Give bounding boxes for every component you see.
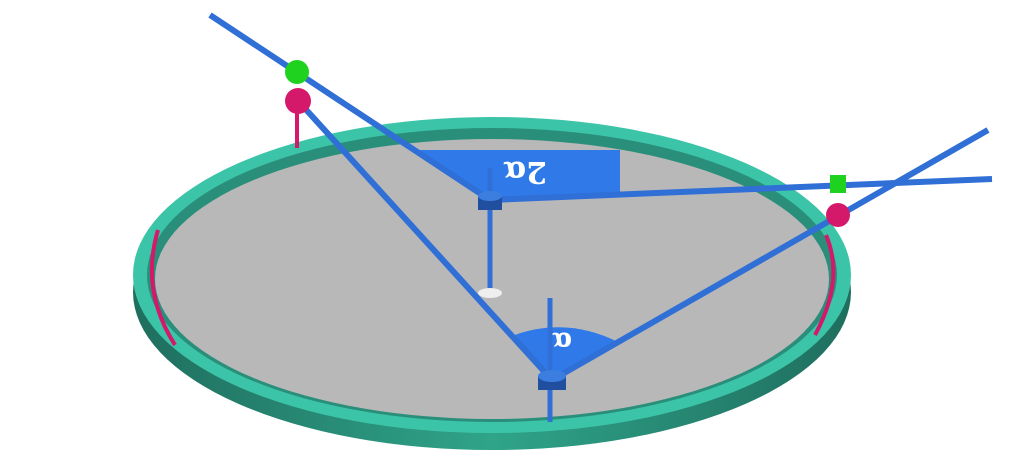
central-angle-sector [415, 150, 620, 200]
rod-center-to-b [489, 176, 993, 203]
point-a-magenta [285, 88, 311, 114]
vertex-hub [538, 370, 566, 390]
rod-center-to-a [208, 12, 492, 203]
inscribed-angle-sector [512, 327, 618, 380]
magenta-track-right [813, 234, 836, 336]
point-b-magenta [826, 203, 850, 227]
central-angle-label: 2α [503, 154, 547, 189]
center-hub [478, 191, 502, 210]
rod-vertex-to-a [287, 89, 555, 383]
rod-vertex-to-b [550, 127, 990, 383]
inscribed-angle-label: α [552, 326, 572, 356]
center-foot [478, 288, 502, 298]
point-b-green [830, 175, 846, 193]
magenta-track-left [149, 229, 177, 347]
point-a-green [285, 60, 309, 84]
